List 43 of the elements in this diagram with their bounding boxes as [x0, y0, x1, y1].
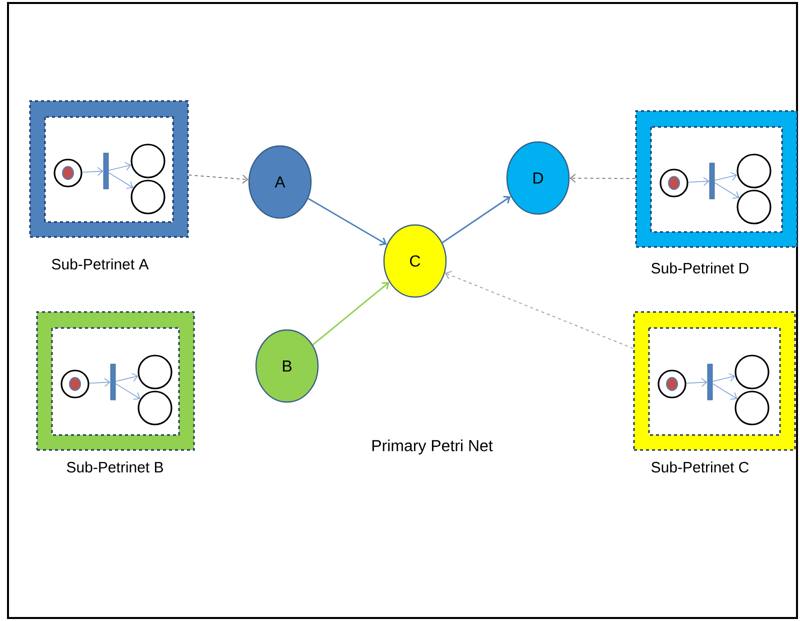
- arrow: [312, 282, 390, 346]
- arrow: [714, 182, 740, 199]
- place-circle: [734, 354, 770, 390]
- arrow: [115, 383, 140, 400]
- arrow: [444, 270, 634, 349]
- arrow: [188, 174, 248, 184]
- subnet-label: Sub-Petrinet C: [652, 462, 749, 472]
- arrow: [115, 373, 138, 382]
- subnet-label: Sub-Petrinet D: [652, 262, 748, 274]
- arrow: [82, 167, 104, 176]
- subnet-label: Sub-Petrinet A: [52, 258, 149, 270]
- arrow: [108, 162, 132, 171]
- arrow: [442, 196, 511, 244]
- arrow: [712, 373, 736, 382]
- subnet-frame: [633, 311, 796, 451]
- place-circle: [130, 144, 166, 178]
- subnet-frame: [36, 311, 195, 451]
- arrow: [88, 378, 110, 387]
- token-place: [54, 158, 82, 188]
- place-circle: [736, 190, 772, 224]
- arrow: [714, 172, 738, 181]
- subnet-frame: [635, 110, 798, 248]
- net-label: Primary Petri Net: [372, 440, 493, 454]
- arrow: [308, 198, 387, 246]
- arrow: [570, 174, 636, 183]
- place-circle: [138, 354, 172, 390]
- transition-bar: [709, 162, 715, 200]
- arrow: [688, 177, 710, 186]
- arrow: [686, 378, 708, 387]
- arrow: [108, 172, 134, 189]
- place-circle: [138, 390, 172, 426]
- transition-bar: [103, 152, 109, 190]
- arrow: [712, 383, 738, 400]
- place-circle: [734, 390, 770, 426]
- token-place: [658, 370, 686, 398]
- token-place: [60, 370, 90, 398]
- transition-bar: [110, 364, 116, 400]
- subnet-label: Sub-Petrinet B: [66, 462, 163, 472]
- place-circle: [130, 180, 166, 214]
- token-place: [660, 168, 688, 198]
- place-circle: [736, 154, 772, 188]
- subnet-frame: [29, 100, 189, 238]
- transition-bar: [707, 364, 713, 400]
